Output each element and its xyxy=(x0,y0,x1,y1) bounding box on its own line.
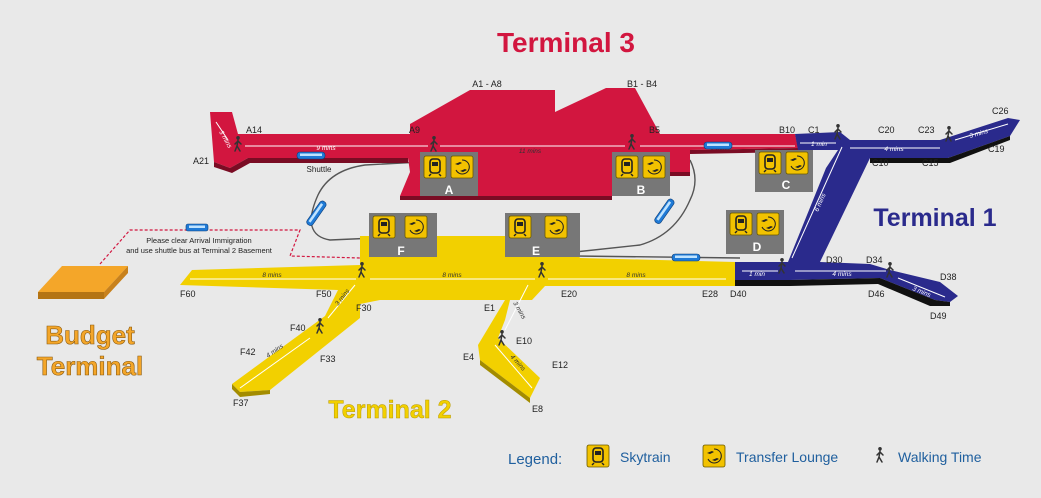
gate-e4: E4 xyxy=(463,352,474,362)
gate-a9: A9 xyxy=(409,125,420,135)
gate-f60: F60 xyxy=(180,289,196,299)
terminal-2-building xyxy=(180,236,735,403)
gate-e12: E12 xyxy=(552,360,568,370)
walkway-a21 xyxy=(215,121,229,141)
budget-terminal-title-line2: Terminal xyxy=(37,351,143,381)
hub-d-label: D xyxy=(753,240,762,254)
shuttle-train-icon xyxy=(296,151,326,160)
gate-d34: D34 xyxy=(866,255,883,265)
gate-d40: D40 xyxy=(730,289,747,299)
gate-e20: E20 xyxy=(561,289,577,299)
gate-f37: F37 xyxy=(233,398,249,408)
skytrain-track-e-d xyxy=(574,255,741,259)
time-e-diag: 3 mins xyxy=(511,301,527,322)
gate-e8: E8 xyxy=(532,404,543,414)
gate-c23: C23 xyxy=(918,125,935,135)
gate-c10: C10 xyxy=(872,158,889,168)
gate-d30: D30 xyxy=(826,255,843,265)
hub-f-label: F xyxy=(397,244,404,258)
gate-d38: D38 xyxy=(940,272,957,282)
hub-a[interactable]: A xyxy=(420,152,478,197)
hub-c[interactable]: C xyxy=(755,150,813,192)
hub-d[interactable]: D xyxy=(726,210,784,254)
transfer-lounge-icon xyxy=(702,444,726,468)
gate-f42: F42 xyxy=(240,347,256,357)
shuttle-train-icon-c xyxy=(703,141,733,150)
gate-f33: F33 xyxy=(320,354,336,364)
gate-a21: A21 xyxy=(193,156,209,166)
gate-e1: E1 xyxy=(484,303,495,313)
gate-e28: E28 xyxy=(702,289,718,299)
budget-terminal-title-line1: Budget xyxy=(45,320,135,350)
hub-b[interactable]: B xyxy=(612,152,670,197)
gate-a14: A14 xyxy=(246,125,262,135)
budget-note-line2: and use shuttle bus at Terminal 2 Baseme… xyxy=(126,246,273,255)
legend-skytrain-label: Skytrain xyxy=(620,449,671,465)
gate-d46: D46 xyxy=(868,289,885,299)
legend-title: Legend: xyxy=(508,451,562,468)
budget-shuttle-bus-icon xyxy=(185,223,209,232)
skytrain-train-icon-ed xyxy=(671,253,701,262)
budget-shuttle-route xyxy=(99,229,361,265)
walkway-f-diag xyxy=(327,284,356,319)
hub-c-label: C xyxy=(782,178,791,192)
walkway-c-diag xyxy=(791,146,843,259)
hub-e[interactable]: E xyxy=(505,213,580,258)
legend-transfer-lounge-label: Transfer Lounge xyxy=(736,449,838,465)
hub-f[interactable]: F xyxy=(369,213,437,258)
gate-c26: C26 xyxy=(992,106,1009,116)
budget-terminal-building xyxy=(38,266,128,299)
walkway-c-far xyxy=(954,123,1009,141)
walkway-e-lower xyxy=(494,344,533,389)
gate-f40: F40 xyxy=(290,323,306,333)
walkway-f-lower xyxy=(239,337,311,389)
budget-note-line1: Please clear Arrival Immigration xyxy=(146,236,251,245)
terminal-1-building xyxy=(735,118,1020,306)
time-c-link: 1 min xyxy=(811,141,827,148)
time-t2-mid: 8 mins xyxy=(442,272,462,279)
hub-a-label: A xyxy=(445,183,454,197)
gate-a1-a8: A1 - A8 xyxy=(472,79,502,89)
time-t2-right: 8 mins xyxy=(626,272,646,279)
gate-labels: A1 - A8 B1 - B4 A14 A21 A9 B5 B10 C1 C20… xyxy=(180,79,1009,414)
terminal-1-title: Terminal 1 xyxy=(873,204,996,232)
skytrain-track-b-e xyxy=(574,159,696,253)
walkway-e-diag xyxy=(504,284,529,331)
hub-e-label: E xyxy=(532,244,540,258)
time-t3-left: 9 mins xyxy=(316,145,336,152)
time-t2-left: 8 mins xyxy=(262,272,282,279)
walkway-d-far xyxy=(897,277,946,298)
skytrain-icon xyxy=(586,444,610,468)
gate-b5: B5 xyxy=(649,125,660,135)
walking-time-icon xyxy=(876,446,884,463)
gate-b1-b4: B1 - B4 xyxy=(627,79,657,89)
gate-f50: F50 xyxy=(316,289,332,299)
terminal-3-title: Terminal 3 xyxy=(497,27,635,58)
hub-b-label: B xyxy=(637,183,646,197)
terminal-2-title: Terminal 2 xyxy=(328,396,451,424)
gate-c20: C20 xyxy=(878,125,895,135)
legend-walking-time-label: Walking Time xyxy=(898,449,982,465)
skytrain-train-icon-af xyxy=(305,199,328,228)
gate-b10: B10 xyxy=(779,125,795,135)
skytrain-track-a-f xyxy=(310,161,421,241)
legend: Legend: Skytrain Transfer Lounge Walking… xyxy=(508,444,982,468)
time-d-link: 1 min xyxy=(749,271,765,278)
gate-e10: E10 xyxy=(516,336,532,346)
gate-f30: F30 xyxy=(356,303,372,313)
time-t3-mid: 11 mins xyxy=(519,148,542,155)
gate-d49: D49 xyxy=(930,311,947,321)
gate-c15: C15 xyxy=(922,158,939,168)
shuttle-label: Shuttle xyxy=(307,165,332,174)
skytrain-train-icon-be xyxy=(653,197,676,226)
time-d-right: 4 mins xyxy=(832,271,852,278)
time-c-right: 4 mins xyxy=(884,146,904,153)
gate-c1: C1 xyxy=(808,125,820,135)
gate-c19: C19 xyxy=(988,144,1005,154)
